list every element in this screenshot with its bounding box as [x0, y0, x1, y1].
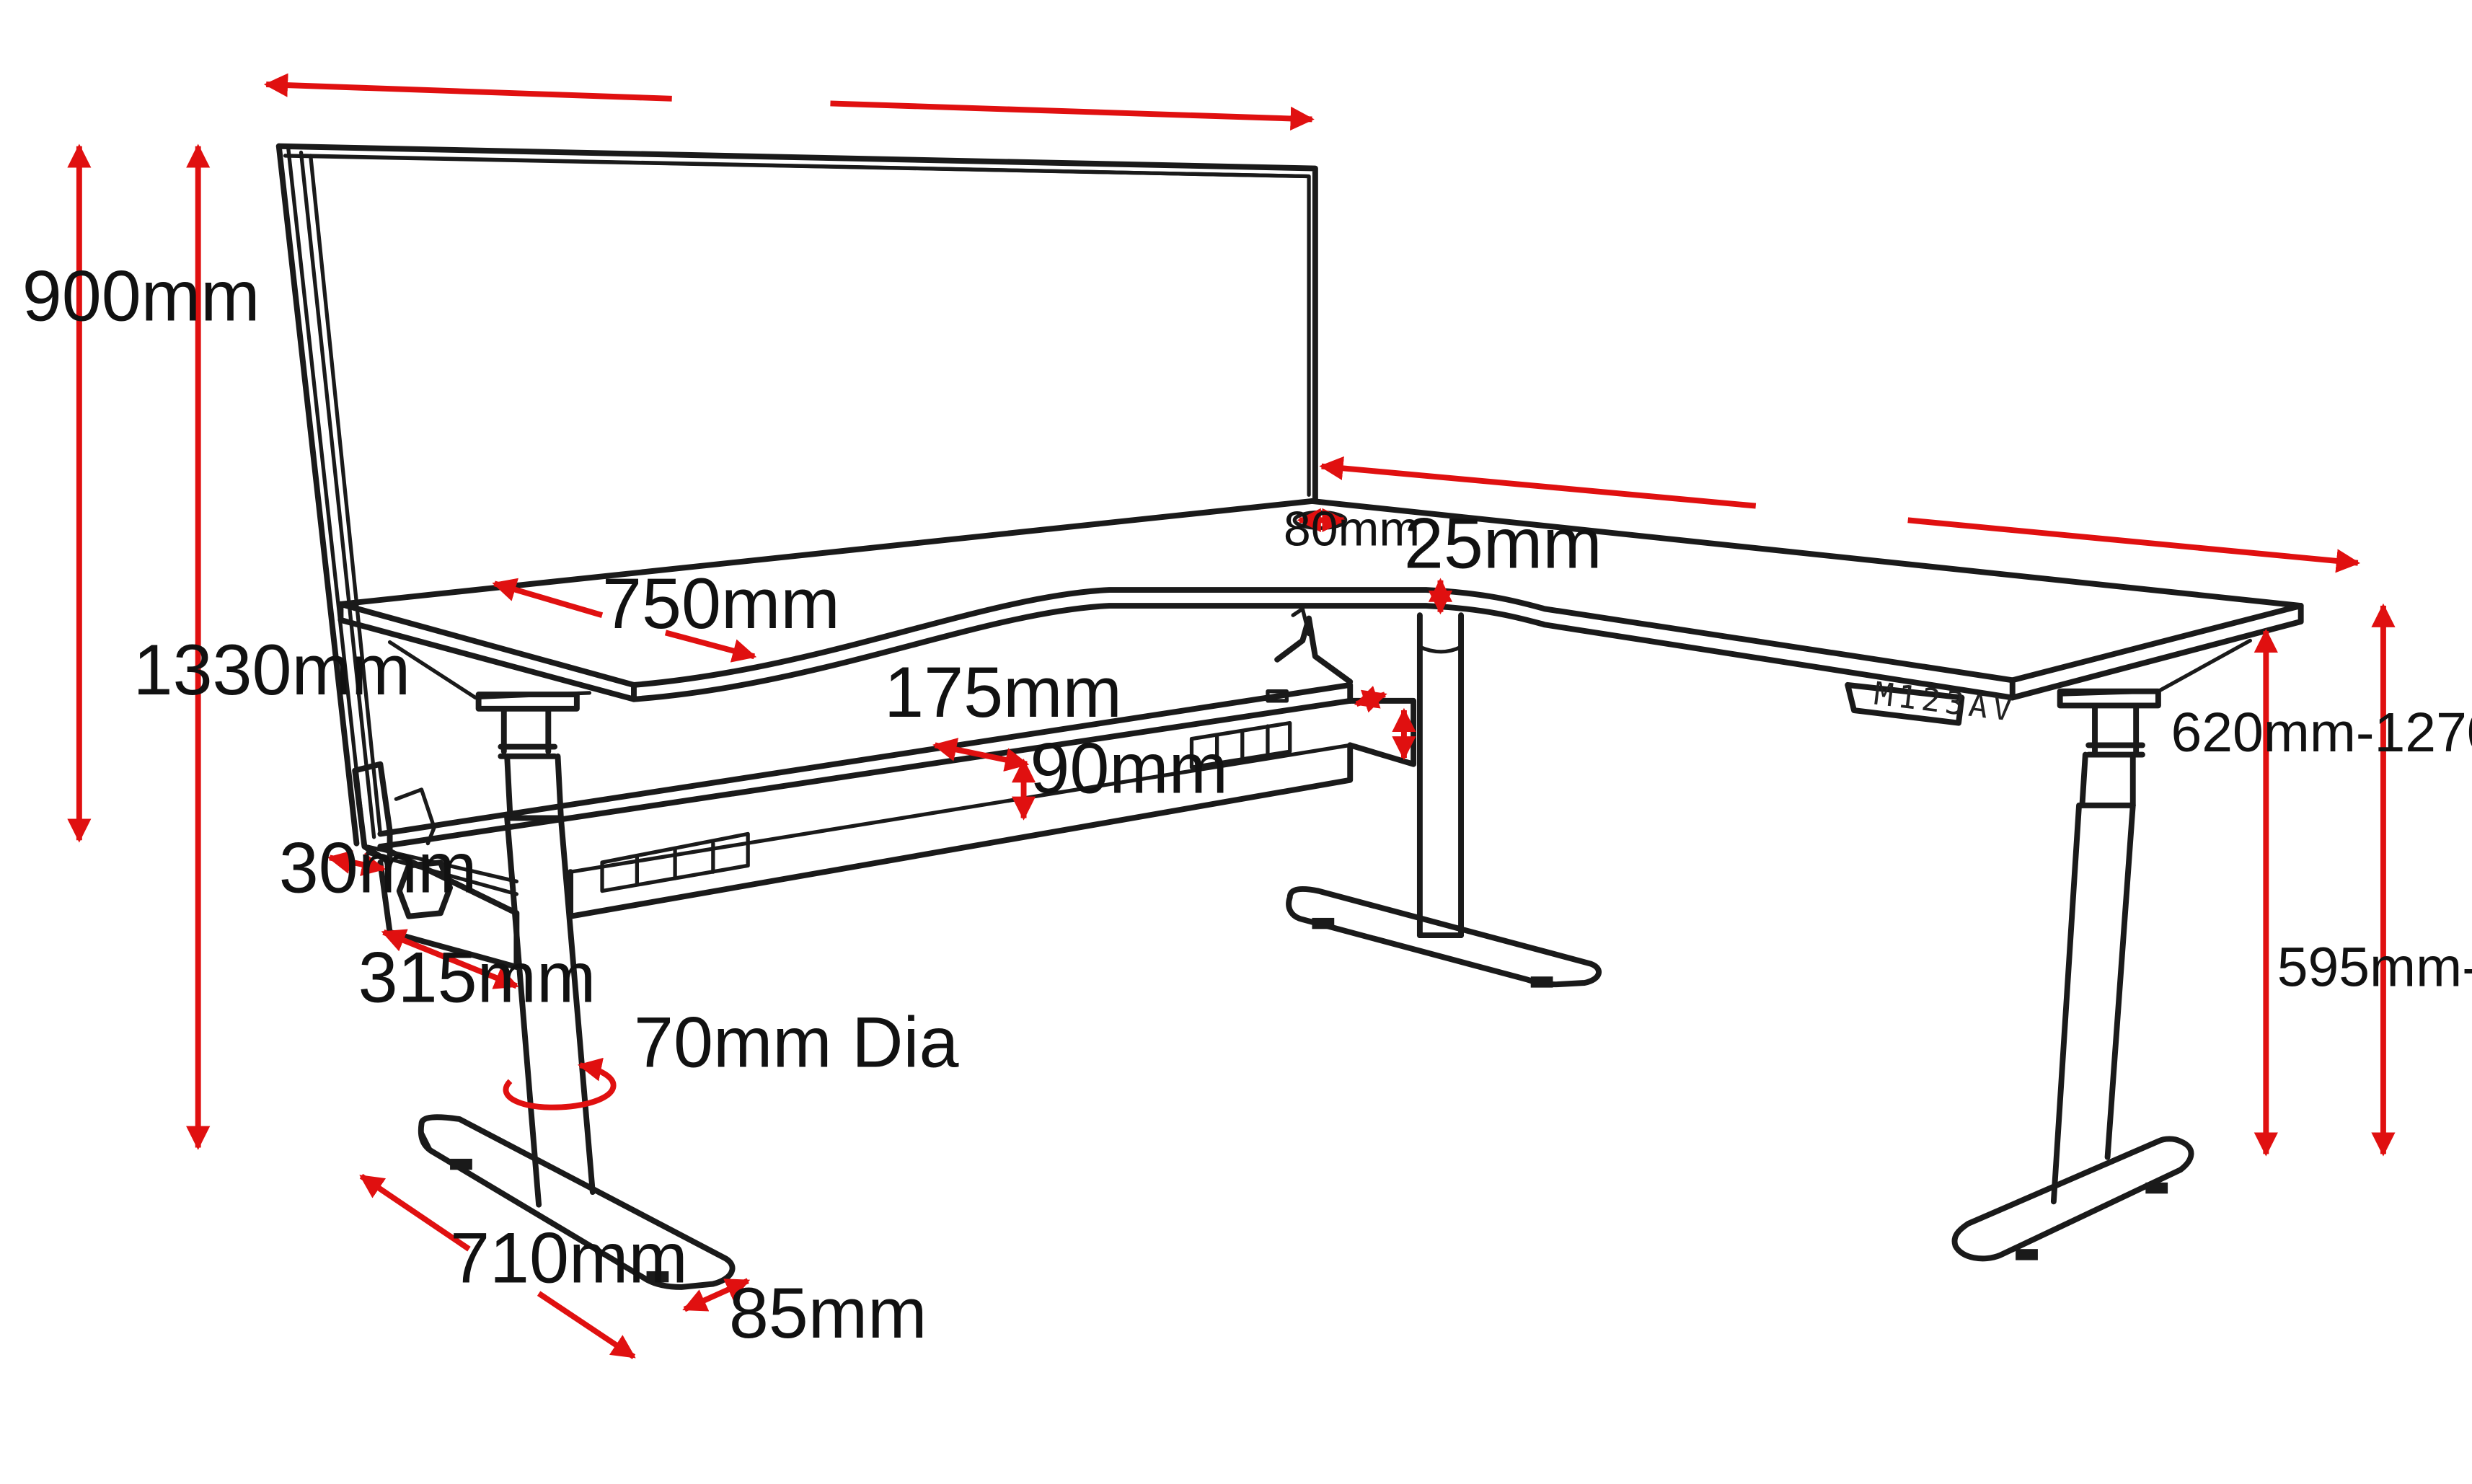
label-foot-length: 710mm: [450, 1217, 688, 1297]
power-outlet-left: [600, 831, 750, 893]
label-tray-width: 175mm: [884, 652, 1122, 732]
label-foot-width: 85mm: [729, 1273, 927, 1353]
dimension-lines: [67, 73, 2396, 1359]
label-foot-plate: 30mm: [279, 828, 477, 908]
label-desk-height-range: 620mm-1270mm: [2171, 702, 2472, 764]
label-overall-height: 1330mm: [133, 630, 411, 710]
label-cable-grommet: 80mm: [1284, 502, 1420, 557]
dimension-labels: 900mm 1330mm 750mm 80mm 25mm 175mm 90mm …: [22, 255, 2472, 1353]
label-frame-height-range: 595mm-1245mm: [2277, 936, 2472, 998]
label-column-diameter: 70mm Dia: [634, 1002, 959, 1082]
power-outlet-right: [1189, 720, 1292, 769]
label-top-thickness: 25mm: [1404, 503, 1602, 583]
height-controller: M123AV: [1845, 676, 2018, 729]
label-frame-setback: 315mm: [358, 937, 596, 1017]
label-screen-height: 900mm: [22, 255, 260, 335]
middle-leg: [1286, 612, 1602, 988]
label-desk-depth: 750mm: [602, 563, 840, 643]
label-tray-height: 90mm: [1030, 728, 1228, 808]
right-leg: [1951, 638, 2252, 1262]
frame-beam: [377, 606, 1417, 919]
